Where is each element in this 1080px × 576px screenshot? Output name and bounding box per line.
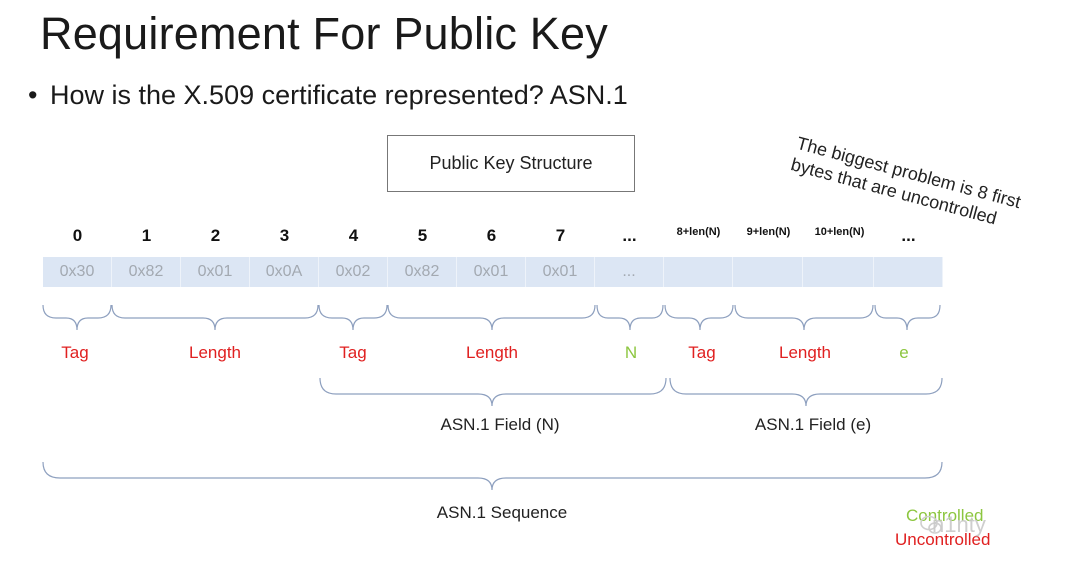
label-n: N	[624, 343, 638, 362]
byte-cell: 0x01	[526, 257, 595, 287]
byte-index: 10+len(N)	[814, 226, 865, 238]
label-field-n: ASN.1 Field (N)	[440, 415, 560, 434]
label-tag: Tag	[339, 343, 367, 362]
byte-index: 9+len(N)	[746, 226, 791, 238]
byte-cell: 0x82	[388, 257, 457, 287]
brace-sequence	[42, 461, 943, 491]
slide-title: Requirement For Public Key	[40, 8, 608, 59]
byte-index: 1	[141, 226, 152, 245]
label-tag: Tag	[61, 343, 89, 362]
public-key-structure-box: Public Key Structure	[387, 135, 635, 192]
byte-index: 6	[486, 226, 497, 245]
legend-controlled: Controlled	[906, 506, 984, 525]
watermark-text: n1nty	[932, 512, 986, 537]
bullet-point: • How is the X.509 certificate represente…	[28, 80, 628, 111]
label-tag: Tag	[688, 343, 716, 362]
byte-cell: 0x02	[319, 257, 388, 287]
byte-index: 4	[348, 226, 359, 245]
byte-cell	[805, 257, 874, 287]
brace-tag-2	[318, 304, 388, 331]
byte-cell	[874, 257, 943, 287]
brace-e	[874, 304, 941, 331]
byte-strip	[43, 257, 943, 287]
bullet-dot: •	[28, 80, 38, 110]
brace-field-n	[319, 377, 667, 407]
label-length: Length	[466, 343, 518, 362]
byte-cell: 0x01	[457, 257, 526, 287]
brace-length-2	[387, 304, 596, 331]
brace-n	[596, 304, 664, 331]
byte-cell: ...	[595, 257, 664, 287]
label-length: Length	[189, 343, 241, 362]
public-key-structure-label: Public Key Structure	[429, 153, 593, 173]
byte-cell	[734, 257, 803, 287]
byte-index: 7	[555, 226, 566, 245]
byte-cell: 0x82	[112, 257, 181, 287]
byte-index: 0	[72, 226, 83, 245]
brace-tag-1	[42, 304, 112, 331]
brace-length-3	[734, 304, 874, 331]
brace-tag-3	[664, 304, 734, 331]
byte-cell: 0x01	[181, 257, 250, 287]
byte-index: ...	[622, 226, 637, 245]
byte-index: 3	[279, 226, 290, 245]
byte-index: 2	[210, 226, 221, 245]
label-field-e: ASN.1 Field (e)	[754, 415, 872, 434]
byte-cell: 0x0A	[250, 257, 319, 287]
label-e: e	[899, 343, 909, 362]
byte-index: 5	[417, 226, 428, 245]
byte-index: ...	[901, 226, 916, 245]
byte-cell: 0x30	[43, 257, 112, 287]
brace-field-e	[669, 377, 943, 407]
legend-uncontrolled: Uncontrolled	[895, 530, 991, 549]
label-length: Length	[779, 343, 831, 362]
byte-index: 8+len(N)	[676, 226, 721, 238]
label-sequence: ASN.1 Sequence	[436, 503, 568, 522]
brace-length-1	[111, 304, 319, 331]
chat-bubble-icon	[920, 515, 942, 534]
byte-cell	[664, 257, 733, 287]
bullet-text: How is the X.509 certificate represented…	[50, 80, 628, 110]
